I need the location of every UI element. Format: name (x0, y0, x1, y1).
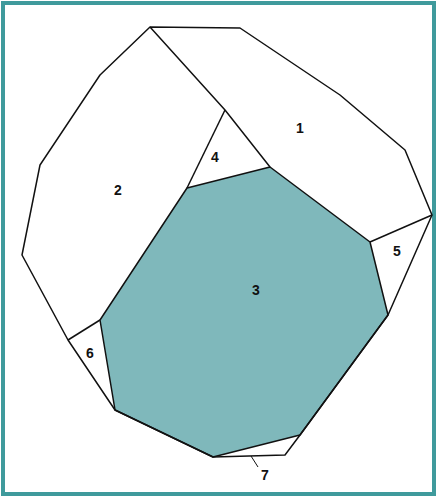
edge (68, 320, 100, 340)
leader-line (251, 456, 258, 467)
callout-number: 7 (261, 468, 269, 482)
callout-number: 1 (296, 121, 304, 135)
callout-number: 2 (114, 183, 122, 197)
crystal-edges (68, 27, 432, 340)
callout-number: 6 (86, 346, 94, 360)
callout-number: 4 (211, 150, 219, 164)
callout-number: 5 (393, 244, 401, 258)
crystal-outline (22, 27, 432, 457)
callout-number: 3 (252, 283, 260, 297)
edge (370, 215, 432, 242)
edge (150, 27, 270, 167)
crystal-face (100, 167, 388, 457)
edge (187, 110, 225, 188)
frame (3, 3, 434, 494)
